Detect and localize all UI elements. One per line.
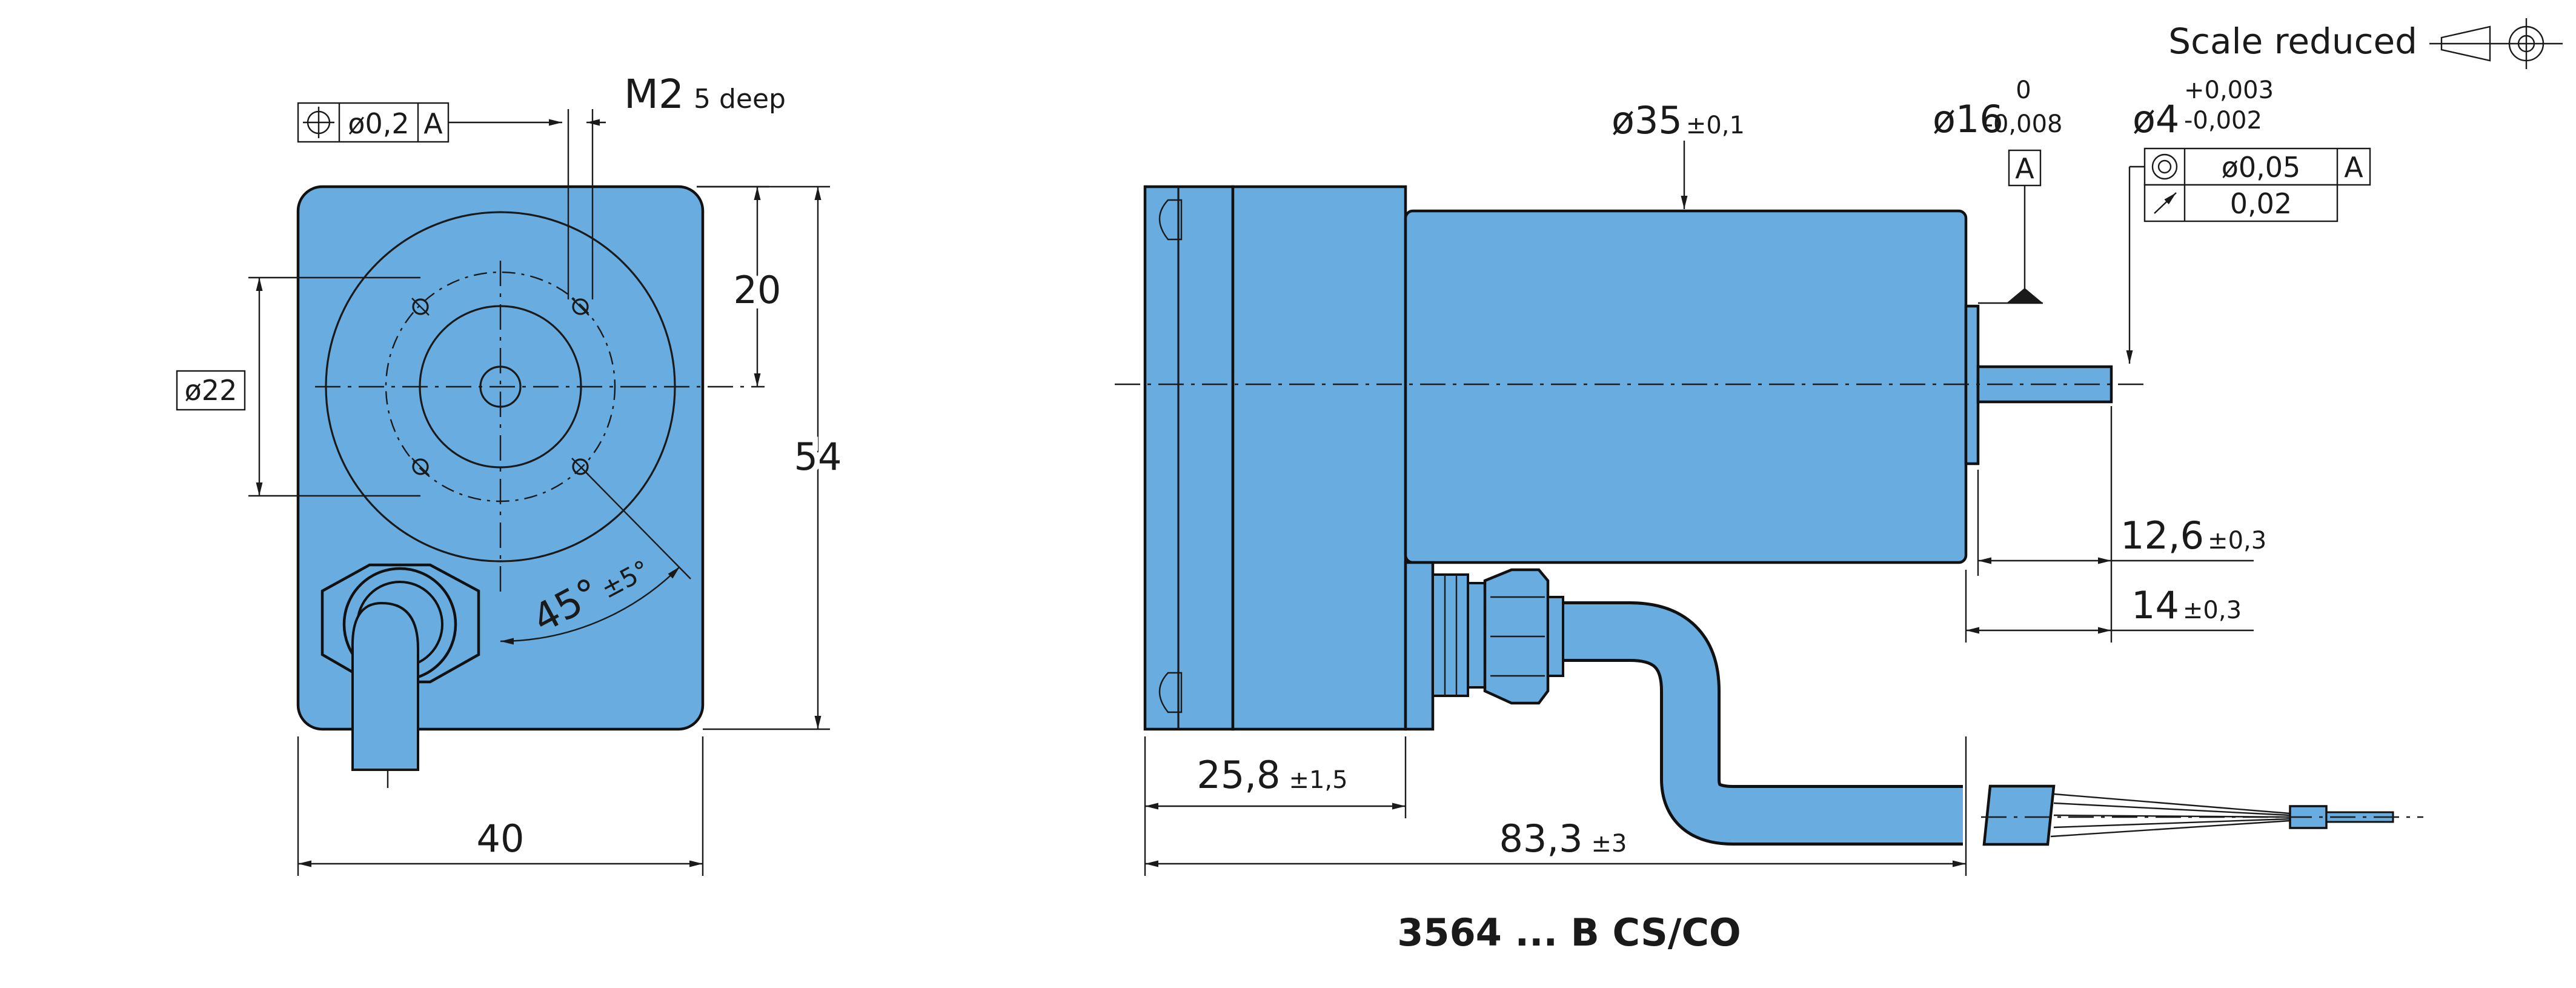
position-tolerance-value: ø0,2 bbox=[348, 107, 409, 140]
position-tolerance-datum: A bbox=[423, 107, 443, 140]
thread-size: M2 bbox=[624, 71, 684, 118]
dia-shaft-lower: -0,002 bbox=[2184, 107, 2262, 135]
screw-icon bbox=[1158, 199, 1183, 713]
runout-icon bbox=[2154, 192, 2177, 214]
projection-symbol-icon bbox=[2429, 18, 2563, 69]
dim-14-value: 14 bbox=[2131, 583, 2179, 627]
dia-shaft-upper: +0,003 bbox=[2184, 76, 2274, 104]
dia-shaft: ø4 bbox=[2133, 97, 2179, 141]
dim-12-6: 12,6±0,3 bbox=[2120, 513, 2266, 558]
dim-83-3: 83,3 ±3 bbox=[1499, 816, 1627, 861]
position-icon bbox=[303, 107, 334, 138]
dim-25-8-tol: ±1,5 bbox=[1289, 766, 1347, 794]
dia-body-tol: ±0,1 bbox=[1686, 112, 1745, 139]
scale-label: Scale reduced bbox=[2168, 21, 2417, 62]
dim-14: 14±0,3 bbox=[2131, 583, 2242, 627]
concentricity-icon bbox=[2151, 153, 2178, 180]
cable-gland-front bbox=[320, 563, 480, 788]
datum-a-label: A bbox=[2015, 152, 2034, 185]
dia-pilot-lower: -0,008 bbox=[1985, 110, 2063, 138]
dia-body: ø35±0,1 bbox=[1612, 98, 1745, 142]
dim-25-8: 25,8 ±1,5 bbox=[1197, 753, 1347, 797]
thread-depth: 5 deep bbox=[694, 84, 786, 115]
cable-gland-side bbox=[1432, 568, 1564, 705]
position-tolerance-frame: ø0,2 A bbox=[297, 102, 606, 143]
cable bbox=[1527, 601, 1963, 846]
side-view: ø35±0,1 ø16 0 -0,008 A ø4 +0,003 -0,002 … bbox=[1115, 76, 2423, 876]
dim-14-tol: ±0,3 bbox=[2183, 596, 2242, 624]
wire-bundle bbox=[1982, 784, 2394, 846]
front-view: 40 54 20 ø22 ø0,2 A bbox=[176, 71, 847, 876]
dim-12-6-value: 12,6 bbox=[2120, 513, 2204, 558]
dim-dia-22: ø22 bbox=[185, 374, 237, 407]
dia-pilot: ø16 bbox=[1933, 97, 2003, 141]
dia-pilot-upper: 0 bbox=[2016, 76, 2031, 104]
runout-value: 0,02 bbox=[2230, 187, 2292, 220]
dim-height-54: 54 bbox=[794, 435, 842, 479]
concentricity-value: ø0,05 bbox=[2222, 151, 2301, 184]
dim-83-3-tol: ±3 bbox=[1592, 830, 1627, 858]
dim-width-40: 40 bbox=[477, 816, 525, 861]
dim-83-3-value: 83,3 bbox=[1499, 816, 1582, 861]
concentricity-datum: A bbox=[2344, 151, 2363, 184]
dia-body-value: ø35 bbox=[1612, 98, 1682, 142]
tolerance-frames: ø0,05 A 0,02 bbox=[2126, 147, 2371, 364]
dim-25-8-value: 25,8 bbox=[1197, 753, 1280, 797]
dim-20: 20 bbox=[734, 268, 782, 312]
drawing-caption: 3564 ... B CS/CO bbox=[1397, 910, 1741, 955]
dim-12-6-tol: ±0,3 bbox=[2208, 527, 2266, 555]
